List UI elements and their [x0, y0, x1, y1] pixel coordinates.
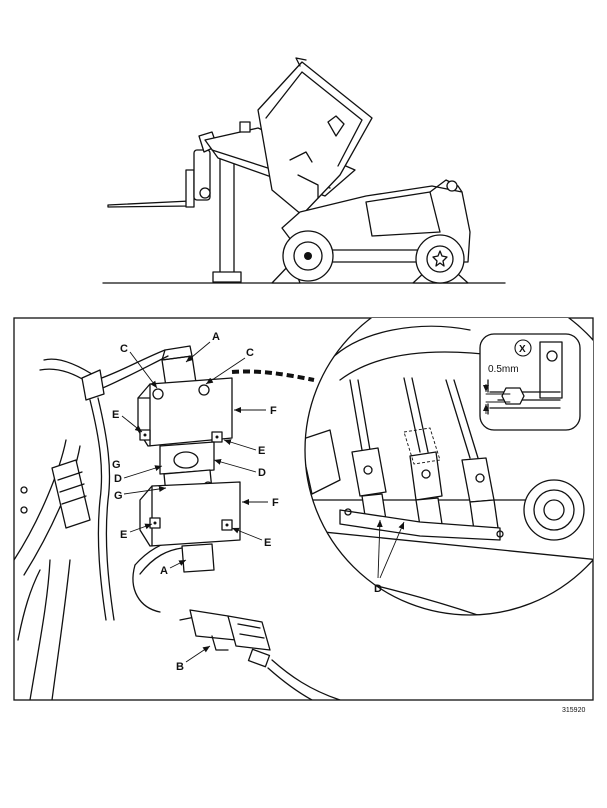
label-g-left: G [114, 490, 123, 502]
fork-carriage [107, 131, 218, 208]
label-d-right: D [258, 467, 266, 479]
detail-x-badge [514, 339, 532, 357]
label-e-lower-right: E [264, 537, 271, 549]
lever-right [461, 457, 499, 531]
screw-c-right [198, 384, 210, 396]
label-e-upper-right: E [258, 445, 265, 457]
bolt-e-upper-right [211, 431, 223, 443]
boom-support-stand [212, 157, 242, 283]
figure-number: 315920 [562, 707, 585, 714]
bolt-e-upper-left [139, 429, 151, 441]
detail-x-label: X [519, 344, 526, 355]
label-e-lower-left: E [120, 529, 127, 541]
detail-x-inset [479, 333, 581, 431]
gap-measurement: 0.5mm [488, 364, 519, 375]
connector-plug [189, 609, 271, 668]
label-a-bottom: A [160, 565, 168, 577]
telehandler-overview [102, 57, 506, 284]
front-wheel [282, 230, 334, 282]
rear-wheel [415, 234, 465, 284]
screw-c-left [152, 388, 164, 400]
lever-middle [403, 427, 443, 527]
label-f-upper: F [270, 405, 277, 417]
limit-switch-assembly [137, 345, 241, 573]
label-c-right: C [246, 347, 254, 359]
wire-harness [39, 349, 341, 700]
label-c-left: C [120, 343, 128, 355]
magnifier-pointer [231, 369, 315, 382]
label-b: B [176, 661, 184, 673]
label-f-lower: F [272, 497, 279, 509]
bolt-e-lower-left [149, 517, 161, 529]
hydraulic-hoses [14, 439, 91, 700]
label-d-left: D [114, 473, 122, 485]
callout-labels: A C C F E E D D G G F E E A B D X 0.5mm … [112, 331, 585, 714]
label-e-upper-left: E [112, 409, 119, 421]
label-a-top: A [212, 331, 220, 343]
label-g-upper: G [112, 459, 121, 471]
label-d-magnified: D [374, 583, 382, 595]
bolt-e-lower-right [221, 519, 233, 531]
tilted-cab [257, 57, 373, 216]
leader-lines [121, 341, 489, 663]
